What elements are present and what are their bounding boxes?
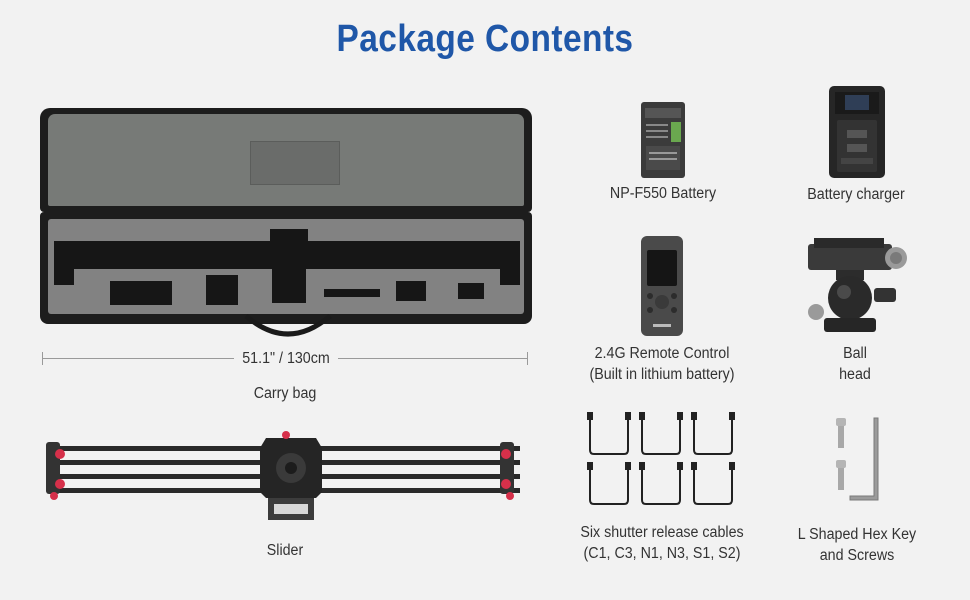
carry-bag-label: Carry bag xyxy=(253,385,317,402)
carry-bag-foam xyxy=(48,219,524,314)
dimension-line-right xyxy=(338,358,528,359)
hex-key-label-line2: and Screws xyxy=(819,547,895,564)
slider-image xyxy=(46,431,520,520)
battery-charger-image xyxy=(829,86,885,178)
carry-bag-base xyxy=(40,212,532,324)
carry-bag-dimension: 51.1" / 130cm xyxy=(242,350,330,367)
ball-head-label-line1: Ball xyxy=(843,345,867,362)
battery-image xyxy=(641,102,685,178)
remote-control-image xyxy=(641,236,683,336)
remote-control-label-line1: 2.4G Remote Control xyxy=(594,345,730,362)
page-title: Package Contents xyxy=(336,18,634,60)
ball-head-label-line2: head xyxy=(839,366,871,383)
slider-label: Slider xyxy=(266,542,304,559)
ball-head-image xyxy=(808,238,907,332)
carry-bag-handle xyxy=(244,314,332,337)
shutter-cables-label-line2: (C1, C3, N1, N3, S1, S2) xyxy=(583,545,741,562)
ball-head-label: Ball head xyxy=(797,343,913,385)
carry-bag-lid xyxy=(40,108,532,212)
dimension-line-left xyxy=(42,358,234,359)
carry-bag-lid-lining xyxy=(48,114,524,206)
remote-control-label-line2: (Built in lithium battery) xyxy=(589,366,735,383)
shutter-cables-image xyxy=(587,412,735,505)
hex-key-label: L Shaped Hex Key and Screws xyxy=(788,524,926,566)
hex-key-label-line1: L Shaped Hex Key xyxy=(797,526,917,543)
hex-key-and-screws-image xyxy=(836,417,879,501)
battery-label: NP-F550 Battery xyxy=(609,185,717,202)
dimension-tick-right xyxy=(527,352,528,365)
shutter-cables-label: Six shutter release cables (C1, C3, N1, … xyxy=(561,522,763,564)
shutter-cables-label-line1: Six shutter release cables xyxy=(580,524,744,541)
remote-control-label: 2.4G Remote Control (Built in lithium ba… xyxy=(568,343,756,385)
carry-bag-pocket xyxy=(250,141,340,185)
battery-charger-label: Battery charger xyxy=(807,186,905,203)
